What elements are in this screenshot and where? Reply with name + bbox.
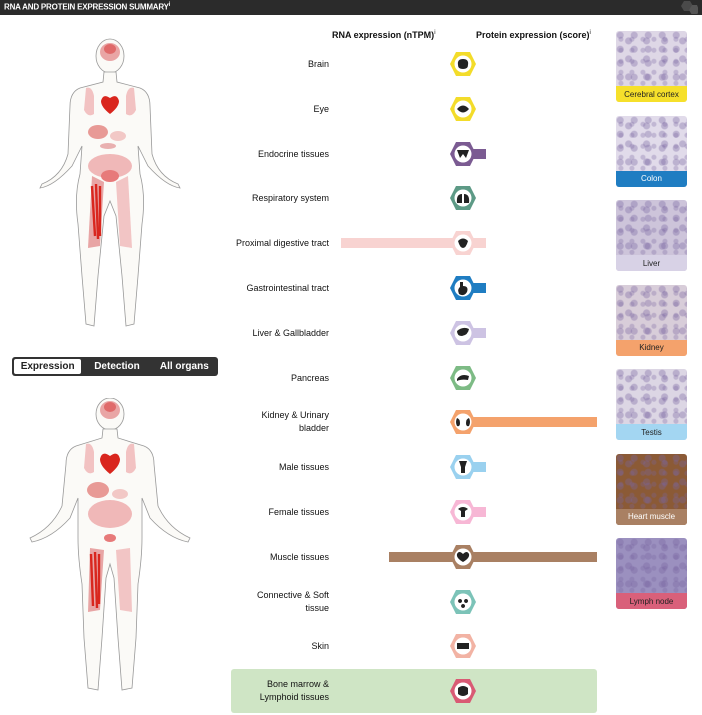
hexagon-decoration-icon [681,1,698,14]
protein-column-header: Protein expression (score)i [476,30,591,40]
kidney-icon[interactable] [449,408,477,436]
tissue-thumbnail[interactable]: Lymph node [616,538,687,609]
rna-column-header: RNA expression (nTPM)i [332,30,436,40]
header-title: RNA AND PROTEIN EXPRESSION SUMMARYi [4,2,171,12]
male-body-diagram [29,398,191,691]
tissue-thumbnail-label: Testis [616,424,687,440]
organ-label[interactable]: Endocrine tissues [257,148,329,159]
male-organs [84,401,136,612]
tissue-thumbnail[interactable]: Heart muscle [616,453,687,525]
male-silhouette [29,398,191,691]
eye-icon[interactable] [449,95,477,123]
protein-info-mark[interactable]: i [589,30,591,36]
thyroid-icon[interactable] [449,140,477,168]
pancreas-icon[interactable] [449,364,477,392]
organ-label[interactable]: Pancreas [290,372,329,383]
protein-expression-bar [463,551,597,562]
organ-label[interactable]: Brain [307,59,329,69]
rna-expression-bar [341,238,463,249]
view-toggle: Expression Detection All organs [12,357,218,376]
tissue-thumbnail-label: Cerebral cortex [616,86,687,102]
toggle-all-organs[interactable]: All organs [159,361,209,372]
organ-label[interactable]: Eye [313,103,329,114]
tissue-thumbnail-label: Lymph node [616,593,687,609]
liver-icon[interactable] [449,319,477,347]
organ-label[interactable]: Female tissues [268,507,329,517]
bone-marrow-icon[interactable] [449,677,477,705]
tissue-thumbnail[interactable]: Cerebral cortex [616,31,687,102]
tissue-thumbnail-label: Kidney [616,339,687,356]
skin-icon[interactable] [449,632,477,660]
female-body-diagram [39,38,181,327]
organ-label[interactable]: Male tissues [278,462,329,473]
mouth-icon[interactable] [449,229,477,257]
toggle-expression[interactable]: Expression [13,358,83,375]
tissue-thumbnail[interactable]: Liver [616,200,687,271]
tissue-thumbnail[interactable]: Testis [616,369,687,440]
header-bar: RNA AND PROTEIN EXPRESSION SUMMARYi [0,0,702,15]
tissue-thumbnail-label: Colon [616,170,687,187]
header-info-mark[interactable]: i [168,2,171,8]
fat-cells-icon[interactable] [449,588,477,616]
stomach-icon[interactable] [449,274,477,302]
organ-label[interactable]: Respiratory system [251,193,329,204]
male-icon[interactable] [449,453,477,481]
tissue-thumbnail-label: Heart muscle [616,508,687,525]
organ-label[interactable]: Skin [311,641,329,652]
toggle-detection[interactable]: Detection [94,361,140,372]
tissue-thumbnail[interactable]: Colon [616,115,687,187]
rna-info-mark[interactable]: i [434,30,436,36]
lungs-icon[interactable] [449,184,477,212]
organ-label[interactable]: Proximal digestive tract [235,238,329,249]
tissue-thumbnail-label: Liver [616,255,687,271]
rna-expression-bar [389,551,463,562]
female-icon[interactable] [449,498,477,526]
highlighted-row-bone-marrow [231,669,597,713]
heart-icon[interactable] [449,543,477,571]
female-silhouette [39,38,181,327]
female-organs [84,43,136,248]
organ-label[interactable]: Liver & Gallbladder [252,327,329,338]
organ-label[interactable]: Muscle tissues [269,551,329,562]
organ-label[interactable]: Gastrointestinal tract [246,283,329,293]
organ-label[interactable]: Bone marrow &Lymphoid tissues [259,679,329,703]
protein-expression-bar [463,417,597,428]
tissue-thumbnail[interactable]: Kidney [616,284,687,356]
brain-icon[interactable] [449,50,477,78]
